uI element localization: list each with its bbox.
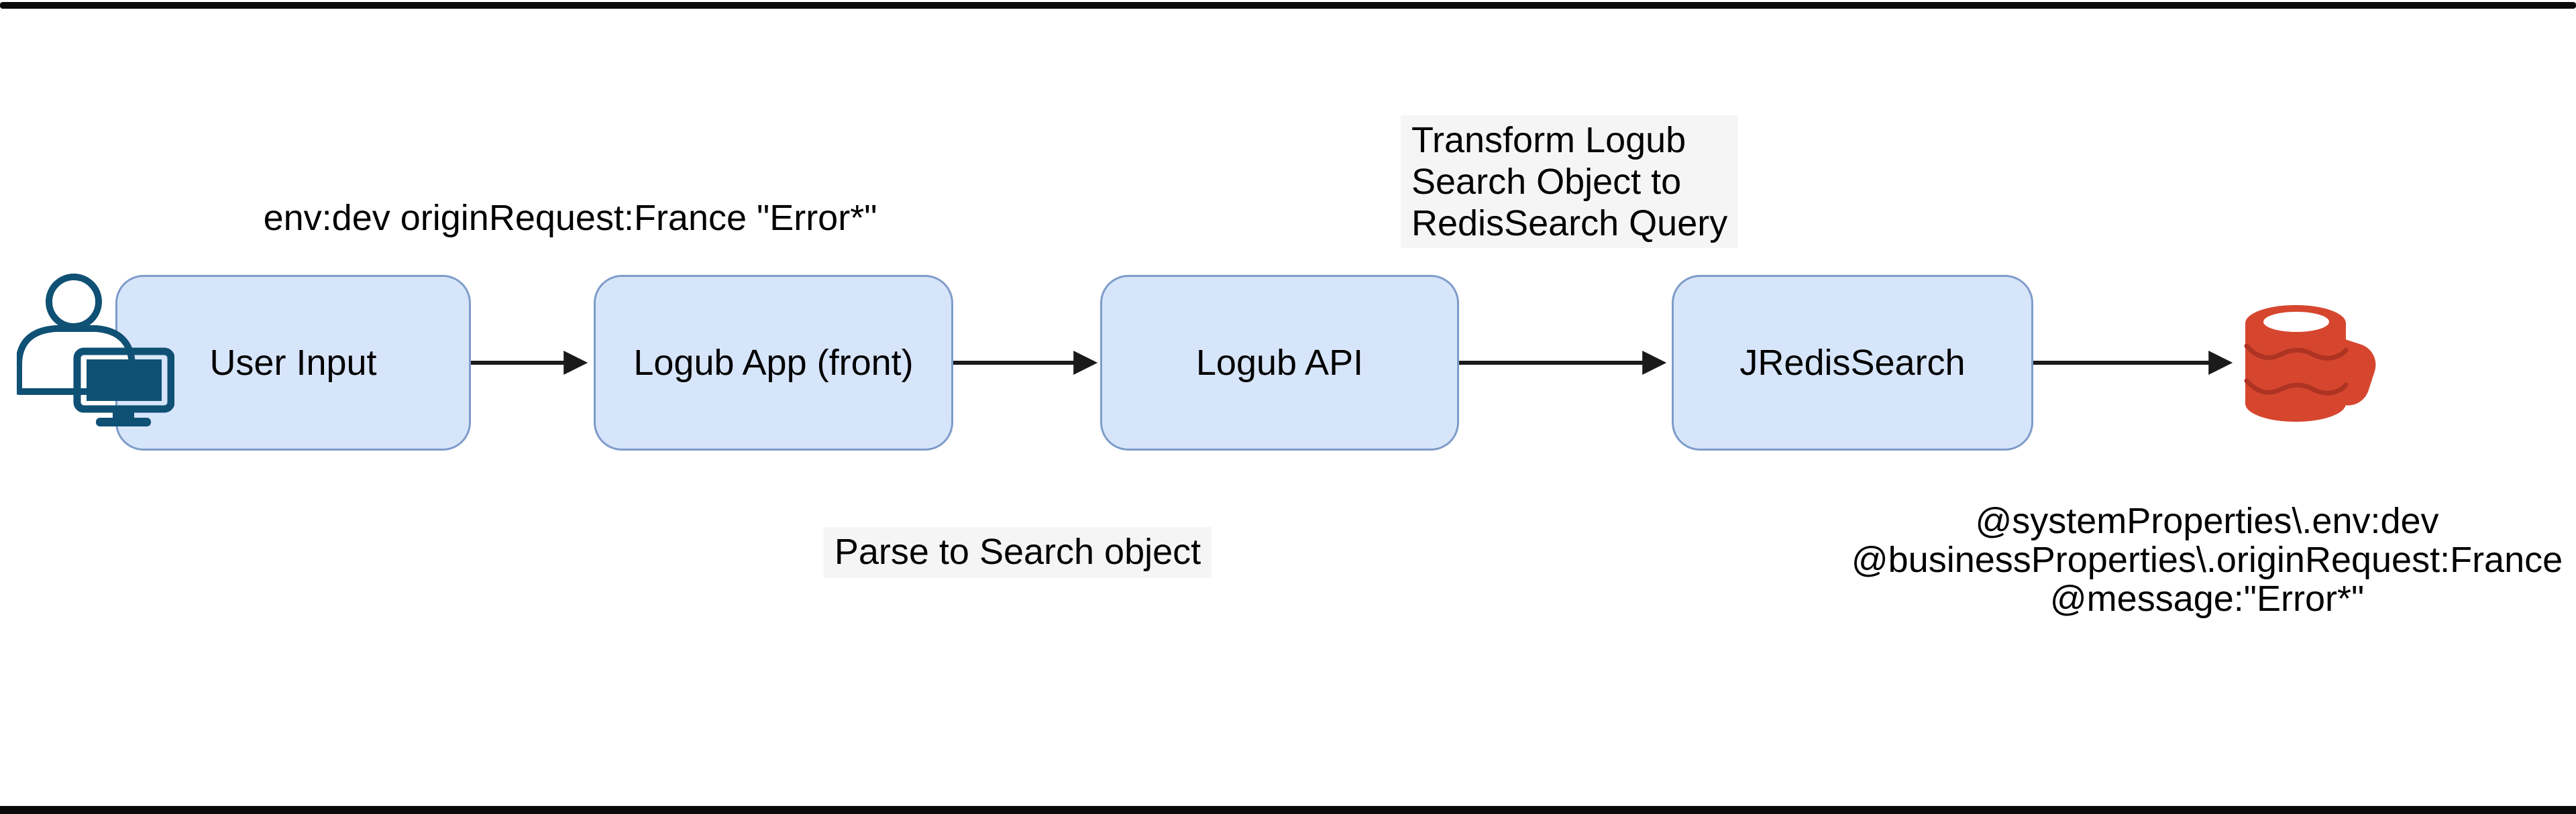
monitor-stand-icon <box>113 409 134 420</box>
redis-query-label-line1: @systemProperties\.env:dev <box>1975 501 2439 541</box>
redis-disk-hole <box>2263 312 2329 332</box>
monitor-screen-icon <box>87 359 162 401</box>
redis-query-label-line3: @message:"Error*" <box>2049 579 2365 619</box>
redis-query-label-line2: @businessProperties\.originRequest:Franc… <box>1851 540 2563 580</box>
transform-edge-label-line2: Search Object to <box>1411 162 1682 202</box>
node-logub-api: Logub API <box>1100 275 1459 451</box>
query-text-label: env:dev originRequest:France "Error*" <box>263 198 877 238</box>
user-with-monitor-icon <box>17 274 174 426</box>
user-head-icon <box>46 274 102 330</box>
node-label: Logub API <box>1195 342 1364 383</box>
node-label: JRedisSearch <box>1739 342 1966 383</box>
redis-database-icon <box>2244 305 2376 422</box>
node-jredissearch: JRedisSearch <box>1672 275 2033 451</box>
node-label: User Input <box>209 342 377 383</box>
parse-edge-label: Parse to Search object <box>823 527 1212 578</box>
redis-disk-stack <box>2244 305 2349 422</box>
top-border-line <box>0 2 2576 9</box>
redis-query-label: @systemProperties\.env:dev @businessProp… <box>1851 502 2563 618</box>
transform-edge-label-line1: Transform Logub <box>1411 120 1686 160</box>
monitor-base-icon <box>96 418 151 426</box>
transform-edge-label: Transform Logub Search Object to RedisSe… <box>1401 115 1739 248</box>
node-label: Logub App (front) <box>633 342 914 383</box>
node-logub-app: Logub App (front) <box>594 275 953 451</box>
bottom-border-line <box>0 806 2576 814</box>
transform-edge-label-line3: RedisSearch Query <box>1411 203 1728 243</box>
